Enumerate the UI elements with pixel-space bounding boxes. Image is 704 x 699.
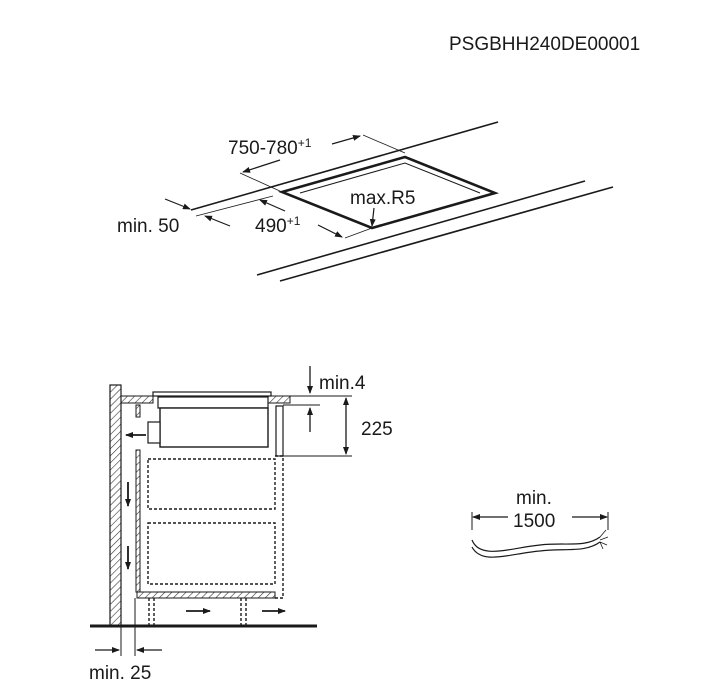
front-panel <box>275 405 284 457</box>
fan-outlet <box>147 421 161 444</box>
cable-length-label-2: 1500 <box>513 511 555 532</box>
depth-label: 490+1 <box>255 214 301 237</box>
drawer-outline <box>147 522 276 585</box>
height-label: 225 <box>361 419 393 440</box>
bottom-shelf <box>136 591 276 599</box>
document-code: PSGBHH240DE00001 <box>449 34 640 55</box>
radius-label: max.R5 <box>350 188 415 209</box>
cabinet-side-view <box>90 366 352 656</box>
top-gap-label: min.4 <box>319 373 366 394</box>
cutout-outline <box>277 155 500 230</box>
power-cable <box>471 512 609 558</box>
hob-body <box>159 407 269 448</box>
rear-gap-label: min. 25 <box>89 663 151 684</box>
hob-glass <box>152 391 272 397</box>
cutout-top-view <box>164 121 614 282</box>
rear-panel <box>135 449 141 593</box>
cable-length-label-1: min. <box>516 488 552 509</box>
wall <box>109 384 122 627</box>
drawer-outline <box>147 458 276 510</box>
front-distance-label: min. 50 <box>117 216 179 237</box>
width-label: 750-780+1 <box>228 136 312 159</box>
